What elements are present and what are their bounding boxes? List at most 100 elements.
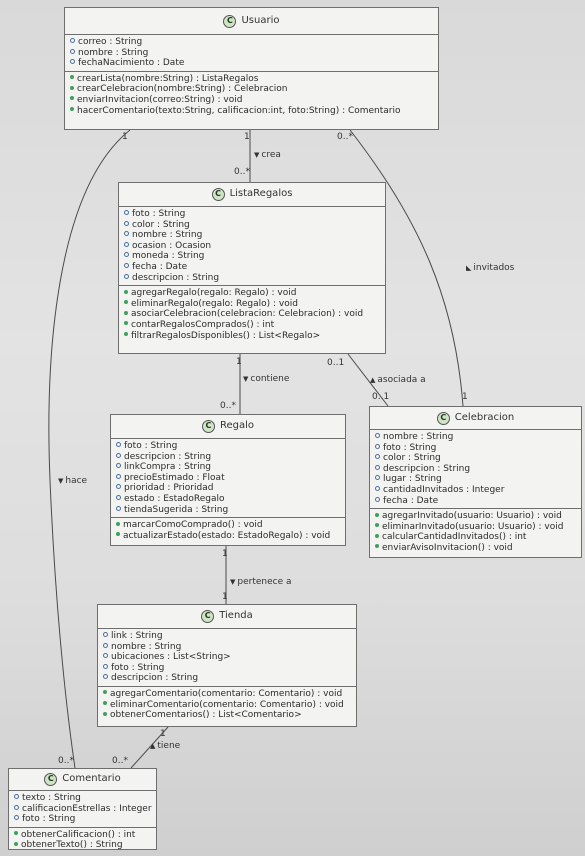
attribute-icon (103, 653, 108, 659)
attribute-icon (70, 48, 75, 54)
operation-icon (124, 310, 128, 315)
operation-row: obtenerCalificacion() : int (14, 830, 152, 841)
operation-icon (375, 544, 379, 549)
operation-icon (116, 532, 120, 537)
operation-icon (103, 690, 107, 695)
attribute-icon (124, 210, 129, 215)
attribute-row: foto : String (103, 663, 352, 674)
operation-icon (103, 701, 107, 706)
class-celebracion[interactable]: C Celebracion nombre : String foto : Str… (369, 406, 582, 558)
class-usuario-header: C Usuario (65, 8, 438, 35)
contiene-target-multiplicity: 0..* (220, 401, 236, 411)
attribute-text: precioEstimado : Float (124, 472, 225, 483)
operation-row: eliminarComentario(comentario: Comentari… (103, 700, 352, 711)
attribute-row: descripcion : String (124, 273, 381, 284)
operation-text: enviarInvitacion(correo:String) : void (77, 94, 243, 105)
operation-icon (70, 107, 74, 112)
class-comentario-attributes: texto : String calificacionEstrellas : I… (9, 791, 156, 827)
attribute-text: foto : String (132, 209, 186, 219)
attribute-text: correo : String (78, 37, 143, 47)
attribute-icon (375, 454, 380, 460)
class-listaregalos-name: ListaRegalos (229, 188, 293, 200)
class-icon: C (211, 188, 225, 201)
class-listaregalos[interactable]: C ListaRegalos foto : String color : Str… (118, 182, 386, 354)
operation-icon (70, 85, 74, 90)
crea-label-text: crea (261, 150, 281, 160)
operation-text: marcarComoComprado() : void (123, 520, 263, 531)
operation-row: obtenerTexto() : String (14, 840, 152, 851)
class-celebracion-operations: agregarInvitado(usuario: Usuario) : void… (370, 508, 581, 555)
attribute-row: foto : String (375, 443, 577, 454)
class-regalo-name: Regalo (219, 420, 255, 432)
attribute-row: correo : String (70, 37, 434, 48)
class-comentario[interactable]: C Comentario texto : String calificacion… (8, 768, 157, 850)
attribute-icon (375, 464, 380, 470)
attribute-row: nombre : String (375, 432, 577, 443)
attribute-icon (116, 484, 121, 490)
tiene-label-text: tiene (157, 741, 181, 751)
operation-text: agregarRegalo(regalo: Regalo) : void (131, 288, 297, 299)
class-regalo[interactable]: C Regalo foto : String descripcion : Str… (110, 414, 346, 546)
class-comentario-operations: obtenerCalificacion() : int obtenerTexto… (9, 826, 156, 853)
attribute-icon (375, 485, 380, 491)
attribute-icon (124, 220, 129, 226)
class-tienda[interactable]: C Tienda link : String nombre : String u… (97, 604, 357, 727)
class-icon: C (201, 610, 215, 623)
class-usuario-operations: crearLista(nombre:String) : ListaRegalos… (65, 70, 438, 118)
tiene-label: ▲tiene (150, 741, 180, 751)
class-comentario-name: Comentario (62, 773, 121, 785)
attribute-row: foto : String (14, 814, 152, 825)
attribute-row: moneda : String (124, 251, 381, 262)
attribute-row: fecha : Date (124, 262, 381, 273)
attribute-text: link : String (111, 631, 163, 641)
attribute-row: link : String (103, 631, 352, 642)
operation-text: obtenerTexto() : String (21, 840, 123, 851)
attribute-row: estado : EstadoRegalo (116, 494, 341, 505)
class-listaregalos-header: C ListaRegalos (119, 183, 385, 207)
operation-icon (116, 521, 120, 526)
attribute-text: tiendaSugerida : String (124, 504, 229, 515)
class-usuario[interactable]: C Usuario correo : String nombre : Strin… (64, 7, 439, 130)
attribute-icon (70, 38, 75, 43)
attribute-icon (375, 496, 380, 502)
attribute-icon (375, 433, 380, 438)
class-tienda-name: Tienda (219, 610, 253, 622)
attribute-icon (124, 273, 129, 279)
operation-row: agregarRegalo(regalo: Regalo) : void (124, 288, 381, 299)
attribute-row: fecha : Date (375, 496, 577, 507)
class-celebracion-attributes: nombre : String foto : String color : St… (370, 430, 581, 508)
arrow-down-icon: ▼ (58, 477, 64, 485)
crea-source-multiplicity: 1 (244, 132, 250, 142)
tiene-source-multiplicity: 1 (160, 729, 166, 739)
operation-row: crearCelebracion(nombre:String) : Celebr… (70, 84, 434, 95)
attribute-text: fechaNacimiento : Date (78, 58, 185, 69)
attribute-row: color : String (124, 220, 381, 231)
operation-icon (103, 711, 107, 716)
arrow-up-icon: ▲ (150, 742, 156, 750)
attribute-text: calificacionEstrellas : Integer (22, 803, 152, 814)
contiene-label-text: contiene (250, 374, 290, 384)
operation-icon (70, 75, 74, 80)
attribute-icon (124, 231, 129, 237)
operation-icon (375, 512, 379, 517)
class-usuario-attributes: correo : String nombre : String fechaNac… (65, 35, 438, 71)
operation-text: crearLista(nombre:String) : ListaRegalos (77, 73, 259, 84)
attribute-text: lugar : String (383, 474, 442, 485)
operation-icon (70, 96, 74, 101)
attribute-icon (124, 241, 129, 247)
attribute-row: cantidadInvitados : Integer (375, 485, 577, 496)
class-comentario-header: C Comentario (9, 769, 156, 791)
attribute-icon (116, 494, 121, 500)
attribute-icon (103, 642, 108, 648)
attribute-icon (124, 252, 129, 258)
arrow-down-icon: ▼ (230, 578, 236, 586)
attribute-text: descripcion : String (383, 463, 471, 474)
operation-row: crearLista(nombre:String) : ListaRegalos (70, 74, 434, 85)
attribute-text: fecha : Date (383, 495, 439, 506)
attribute-row: nombre : String (70, 48, 434, 59)
contiene-source-multiplicity: 1 (236, 357, 242, 367)
operation-row: agregarComentario(comentario: Comentario… (103, 689, 352, 700)
attribute-text: ubicaciones : List<String> (111, 652, 231, 663)
operation-icon (14, 831, 18, 836)
attribute-text: ocasion : Ocasion (132, 240, 212, 251)
